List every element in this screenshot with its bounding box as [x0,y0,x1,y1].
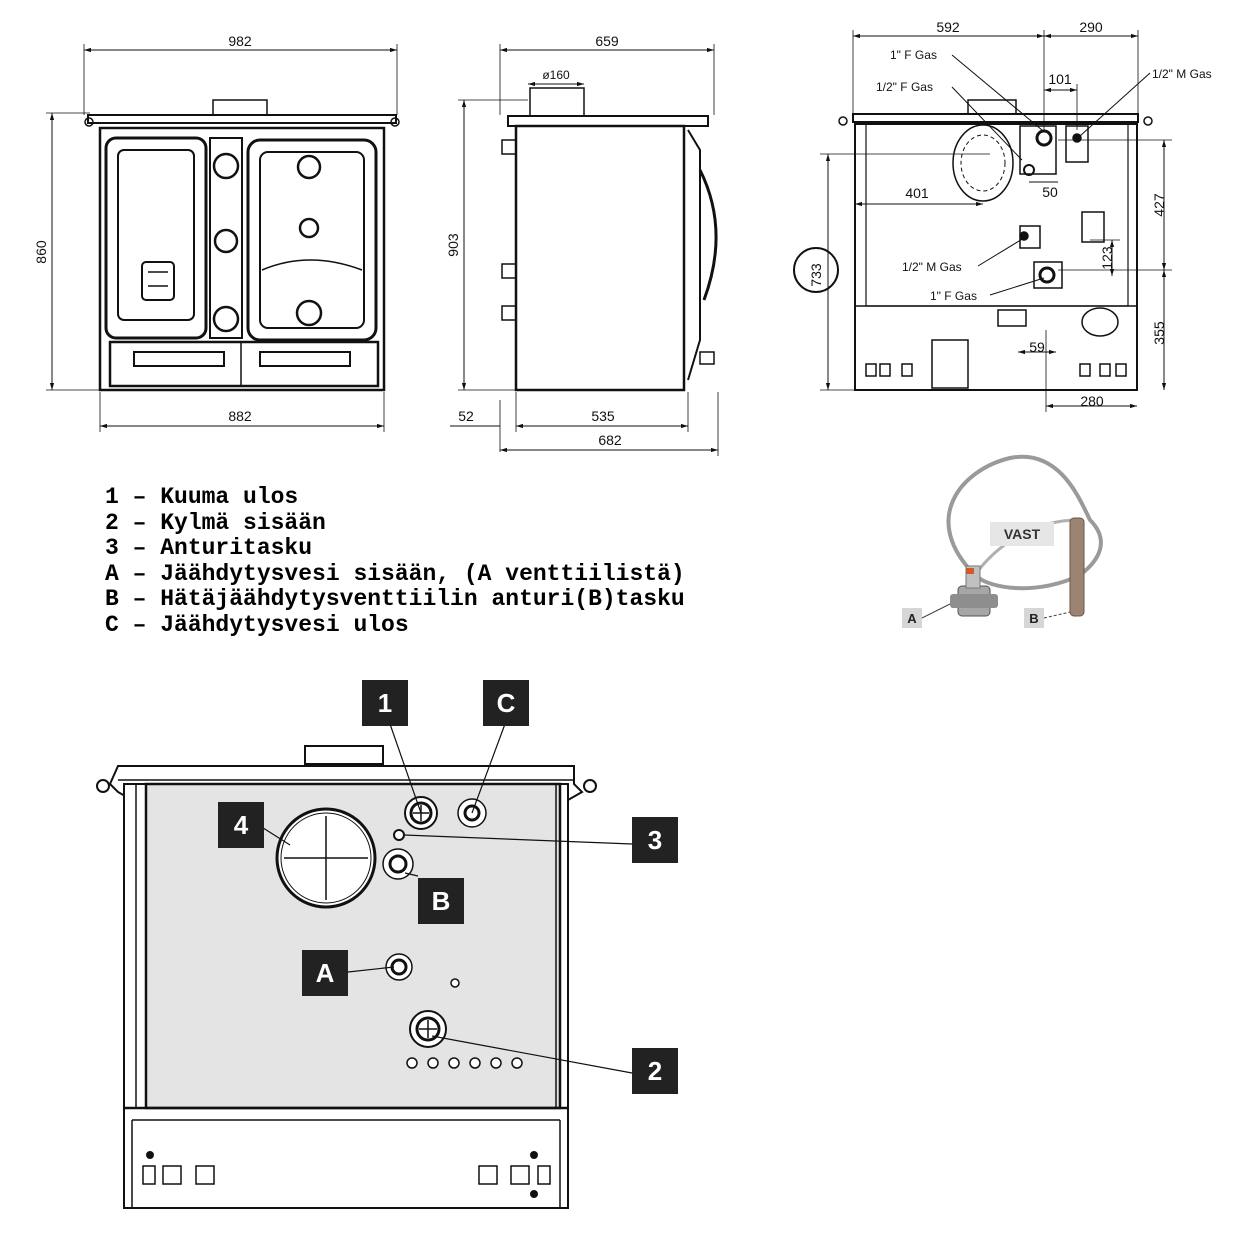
rear-view [793,30,1172,412]
side-body-depth: 535 [591,408,615,424]
callout-badges: 1 C 4 3 B A 2 [218,680,678,1094]
callout-b: B [432,886,451,916]
rear-dim-123: 123 [1099,246,1115,270]
rear-dim-280: 280 [1080,393,1104,409]
legend-line-3: 3 – Anturitasku [105,535,312,561]
rear-dim-50: 50 [1042,184,1058,200]
callout-a-badge [302,950,348,996]
front-width-bottom: 882 [228,408,252,424]
conn-1f-bottom-label: 1" F Gas [930,289,977,303]
callout-2-badge [632,1048,678,1094]
side-total-depth: 682 [598,432,622,448]
conn-1f-top-label: 1" F Gas [890,48,937,62]
legend-line-1: 1 – Kuuma ulos [105,484,298,510]
callout-1-badge [362,680,408,726]
side-height: 903 [445,233,461,257]
rear-dim-355: 355 [1151,321,1167,345]
legend-line-4: A – Jäähdytysvesi sisään, (A venttiilist… [105,561,685,587]
front-view [46,44,400,432]
callout-a: A [316,958,335,988]
callout-3-badge [632,817,678,863]
front-height: 860 [33,240,49,264]
callout-leaders [259,723,633,1074]
callout-2: 2 [648,1056,662,1086]
rear-dim-427: 427 [1151,193,1167,217]
side-offset: 52 [458,408,474,424]
rear-dim-59: 59 [1029,339,1045,355]
legend: 1 – Kuuma ulos 2 – Kylmä sisään 3 – Antu… [105,484,685,638]
callout-c-badge [483,680,529,726]
rear-dim-592: 592 [936,19,960,35]
rear-dim-401: 401 [905,185,929,201]
conn-half-m-top-label: 1/2" M Gas [1152,67,1212,81]
valve-label-b: B [1029,611,1038,626]
rear-dim-290: 290 [1079,19,1103,35]
legend-line-5: B – Hätäjäähdytysventtiilin anturi(B)tas… [105,586,685,612]
side-view [450,44,719,456]
valve-label-a: A [907,611,917,626]
callout-1: 1 [378,688,392,718]
callout-c: C [497,688,516,718]
flue-diameter: ø160 [542,68,570,82]
side-depth-top: 659 [595,33,619,49]
valve-brand: VAST [1004,526,1041,542]
rear-detail [96,745,597,1209]
callout-3: 3 [648,825,662,855]
valve-photo: VAST A B [902,454,1103,628]
conn-half-m-mid-label: 1/2" M Gas [902,260,962,274]
rear-dim-101: 101 [1048,71,1072,87]
callout-4-badge [218,802,264,848]
callout-b-badge [418,878,464,924]
callout-4: 4 [234,810,249,840]
front-width-top: 982 [228,33,252,49]
legend-line-2: 2 – Kylmä sisään [105,510,326,536]
conn-half-f-label: 1/2" F Gas [876,80,933,94]
rear-dim-733: 733 [808,263,824,287]
legend-line-6: C – Jäähdytysvesi ulos [105,612,409,638]
